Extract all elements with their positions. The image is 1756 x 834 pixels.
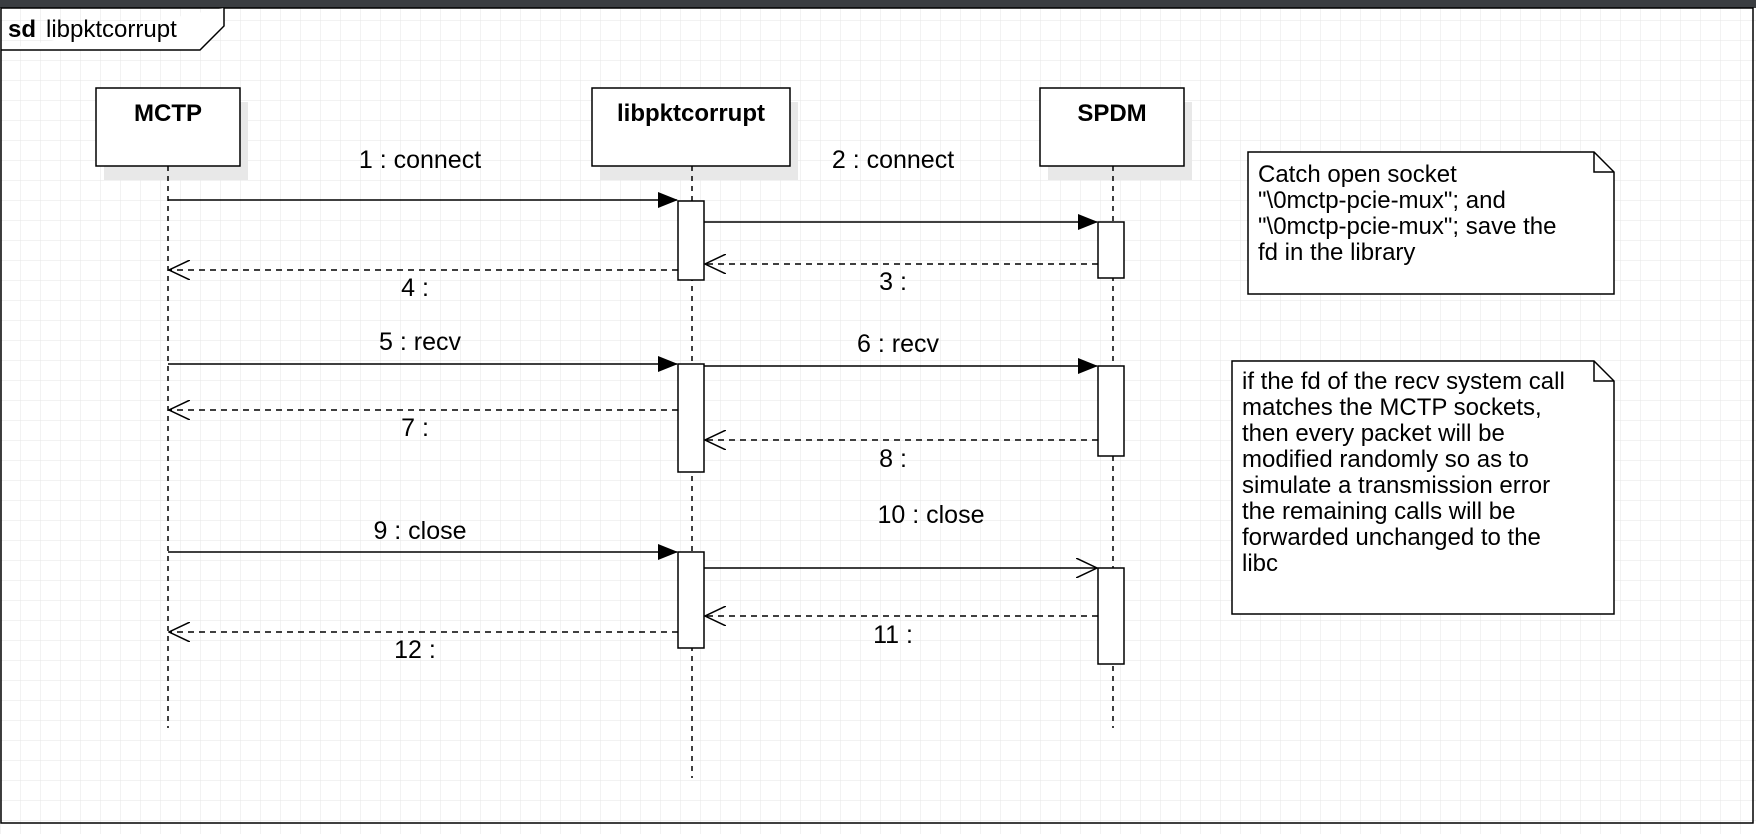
activation-libpktcorrupt-3 — [677, 551, 705, 649]
note-socket-catch-line-4: fd in the library — [1258, 239, 1415, 266]
lifeline-spdm[interactable]: SPDM — [1039, 87, 1192, 728]
note-recv-corruption-line-4: modified randomly so as to — [1242, 446, 1529, 473]
activation-spdm-1 — [1097, 221, 1125, 279]
message-2-label: 2 : connect — [832, 146, 954, 174]
message-9[interactable]: 9 : close — [168, 517, 678, 560]
lifeline-spdm-label: SPDM — [1077, 100, 1146, 127]
message-11[interactable]: 11 : — [705, 616, 1098, 649]
note-recv-corruption-line-5: simulate a transmission error — [1242, 472, 1550, 499]
note-recv-corruption-line-3: then every packet will be — [1242, 420, 1505, 447]
message-10-label: 10 : close — [877, 501, 984, 529]
message-8[interactable]: 8 : — [705, 440, 1098, 473]
message-5-label: 5 : recv — [379, 328, 461, 356]
note-socket-catch-line-3: "\0mctp-pcie-mux"; save the — [1258, 213, 1556, 240]
lifeline-mctp[interactable]: MCTP — [95, 87, 248, 728]
note-socket-catch-line-1: Catch open socket — [1258, 161, 1457, 188]
message-12[interactable]: 12 : — [169, 632, 678, 664]
lifeline-mctp-label: MCTP — [134, 100, 202, 127]
message-7-label: 7 : — [401, 414, 429, 442]
message-1[interactable]: 1 : connect — [168, 146, 678, 208]
message-11-label: 11 : — [873, 621, 913, 649]
message-4[interactable]: 4 : — [169, 270, 678, 302]
activation-libpktcorrupt-2 — [677, 363, 705, 473]
message-4-label: 4 : — [401, 274, 429, 302]
window-top-bar — [0, 0, 1756, 8]
note-recv-corruption-line-1: if the fd of the recv system call — [1242, 368, 1565, 395]
message-3-label: 3 : — [879, 268, 907, 296]
note-recv-corruption[interactable]: if the fd of the recv system call matche… — [1231, 360, 1615, 615]
note-recv-corruption-line-7: forwarded unchanged to the — [1242, 524, 1541, 551]
sd-frame-tab — [1, 8, 225, 51]
message-2[interactable]: 2 : connect — [704, 146, 1098, 230]
activation-libpktcorrupt-1 — [677, 200, 705, 281]
sd-frame — [0, 7, 1754, 824]
activation-spdm-3 — [1097, 567, 1125, 665]
message-1-label: 1 : connect — [359, 146, 481, 174]
activation-spdm-2 — [1097, 365, 1125, 457]
message-10[interactable]: 10 : close — [704, 501, 1097, 568]
message-8-label: 8 : — [879, 445, 907, 473]
lifeline-libpktcorrupt[interactable]: libpktcorrupt — [591, 87, 798, 778]
message-12-label: 12 : — [394, 636, 436, 664]
message-3[interactable]: 3 : — [705, 264, 1098, 296]
lifeline-libpktcorrupt-label: libpktcorrupt — [617, 100, 765, 127]
note-recv-corruption-line-6: the remaining calls will be — [1242, 498, 1515, 525]
message-7[interactable]: 7 : — [169, 410, 678, 442]
note-socket-catch[interactable]: Catch open socket "\0mctp-pcie-mux"; and… — [1247, 151, 1615, 295]
note-recv-corruption-line-2: matches the MCTP sockets, — [1242, 394, 1542, 421]
message-9-label: 9 : close — [373, 517, 466, 545]
note-recv-corruption-line-8: libc — [1242, 550, 1278, 577]
note-socket-catch-line-2: "\0mctp-pcie-mux"; and — [1258, 187, 1506, 214]
message-6-label: 6 : recv — [857, 330, 939, 358]
message-5[interactable]: 5 : recv — [168, 328, 678, 372]
message-6[interactable]: 6 : recv — [704, 330, 1098, 374]
